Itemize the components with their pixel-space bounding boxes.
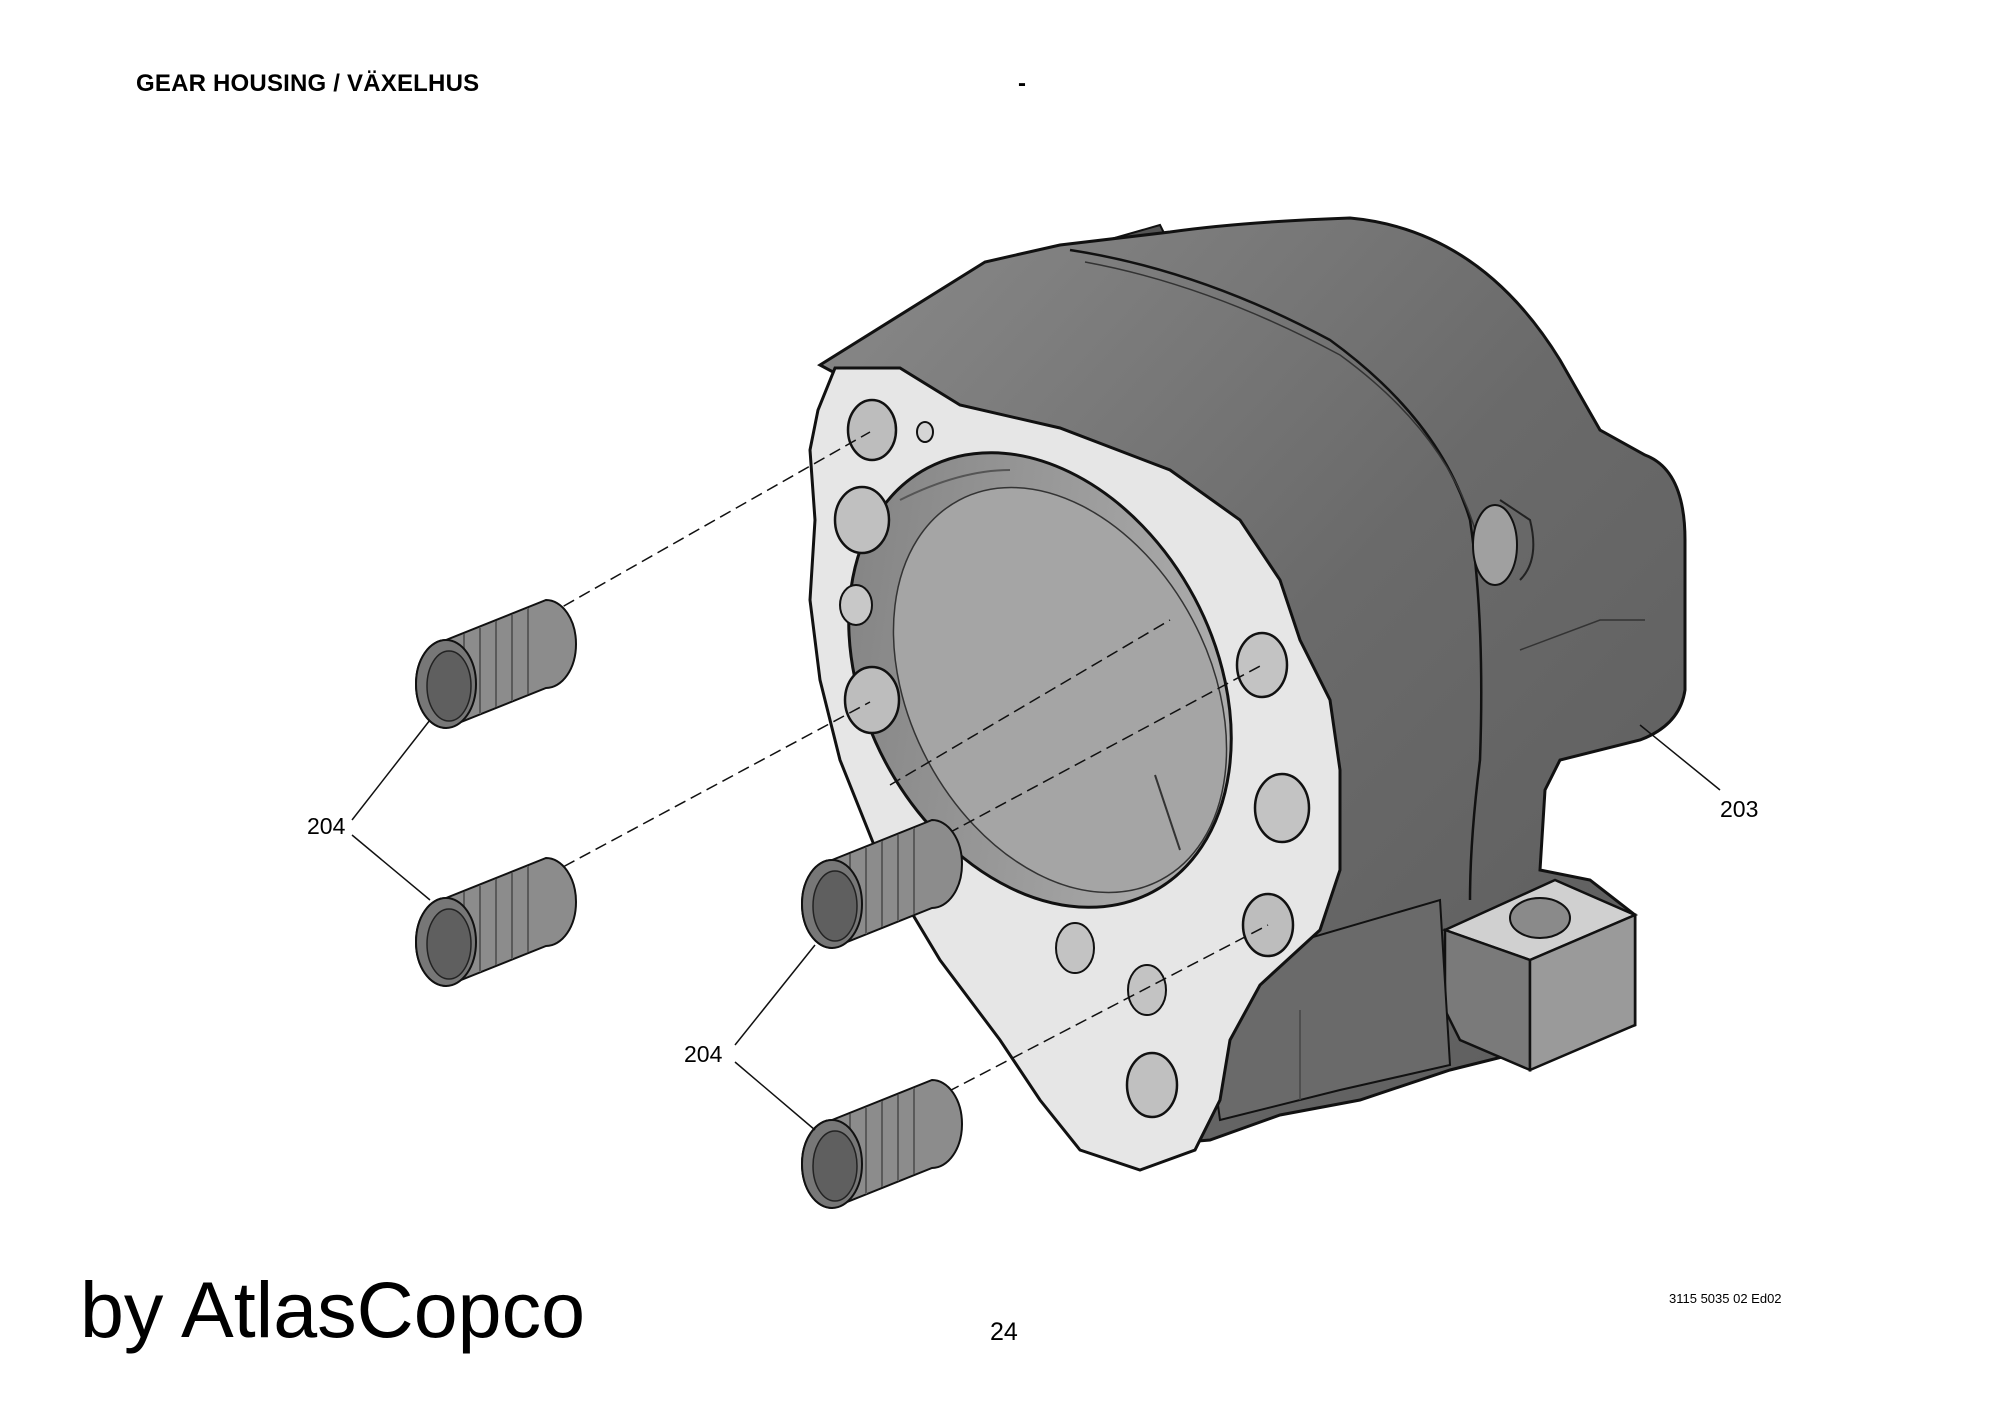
callout-204-right: 204 xyxy=(684,1041,723,1067)
bushing-upper-left xyxy=(415,599,577,729)
bushing-lower-left xyxy=(415,857,577,987)
callout-204-left: 204 xyxy=(307,813,346,839)
assembly-guide-lines xyxy=(547,431,1269,1101)
document-code: 3115 5035 02 Ed02 xyxy=(1669,1291,1782,1306)
gear-housing xyxy=(808,216,1687,1172)
callout-203: 203 xyxy=(1720,796,1758,822)
brand-watermark: by AtlasCopco xyxy=(80,1265,586,1354)
header-separator: - xyxy=(1018,70,1026,97)
page-title: GEAR HOUSING / VÄXELHUS xyxy=(136,70,480,97)
page-number: 24 xyxy=(990,1318,1018,1346)
callout-leader-lines xyxy=(351,719,1721,1131)
bushing-lower-right xyxy=(801,1079,963,1209)
